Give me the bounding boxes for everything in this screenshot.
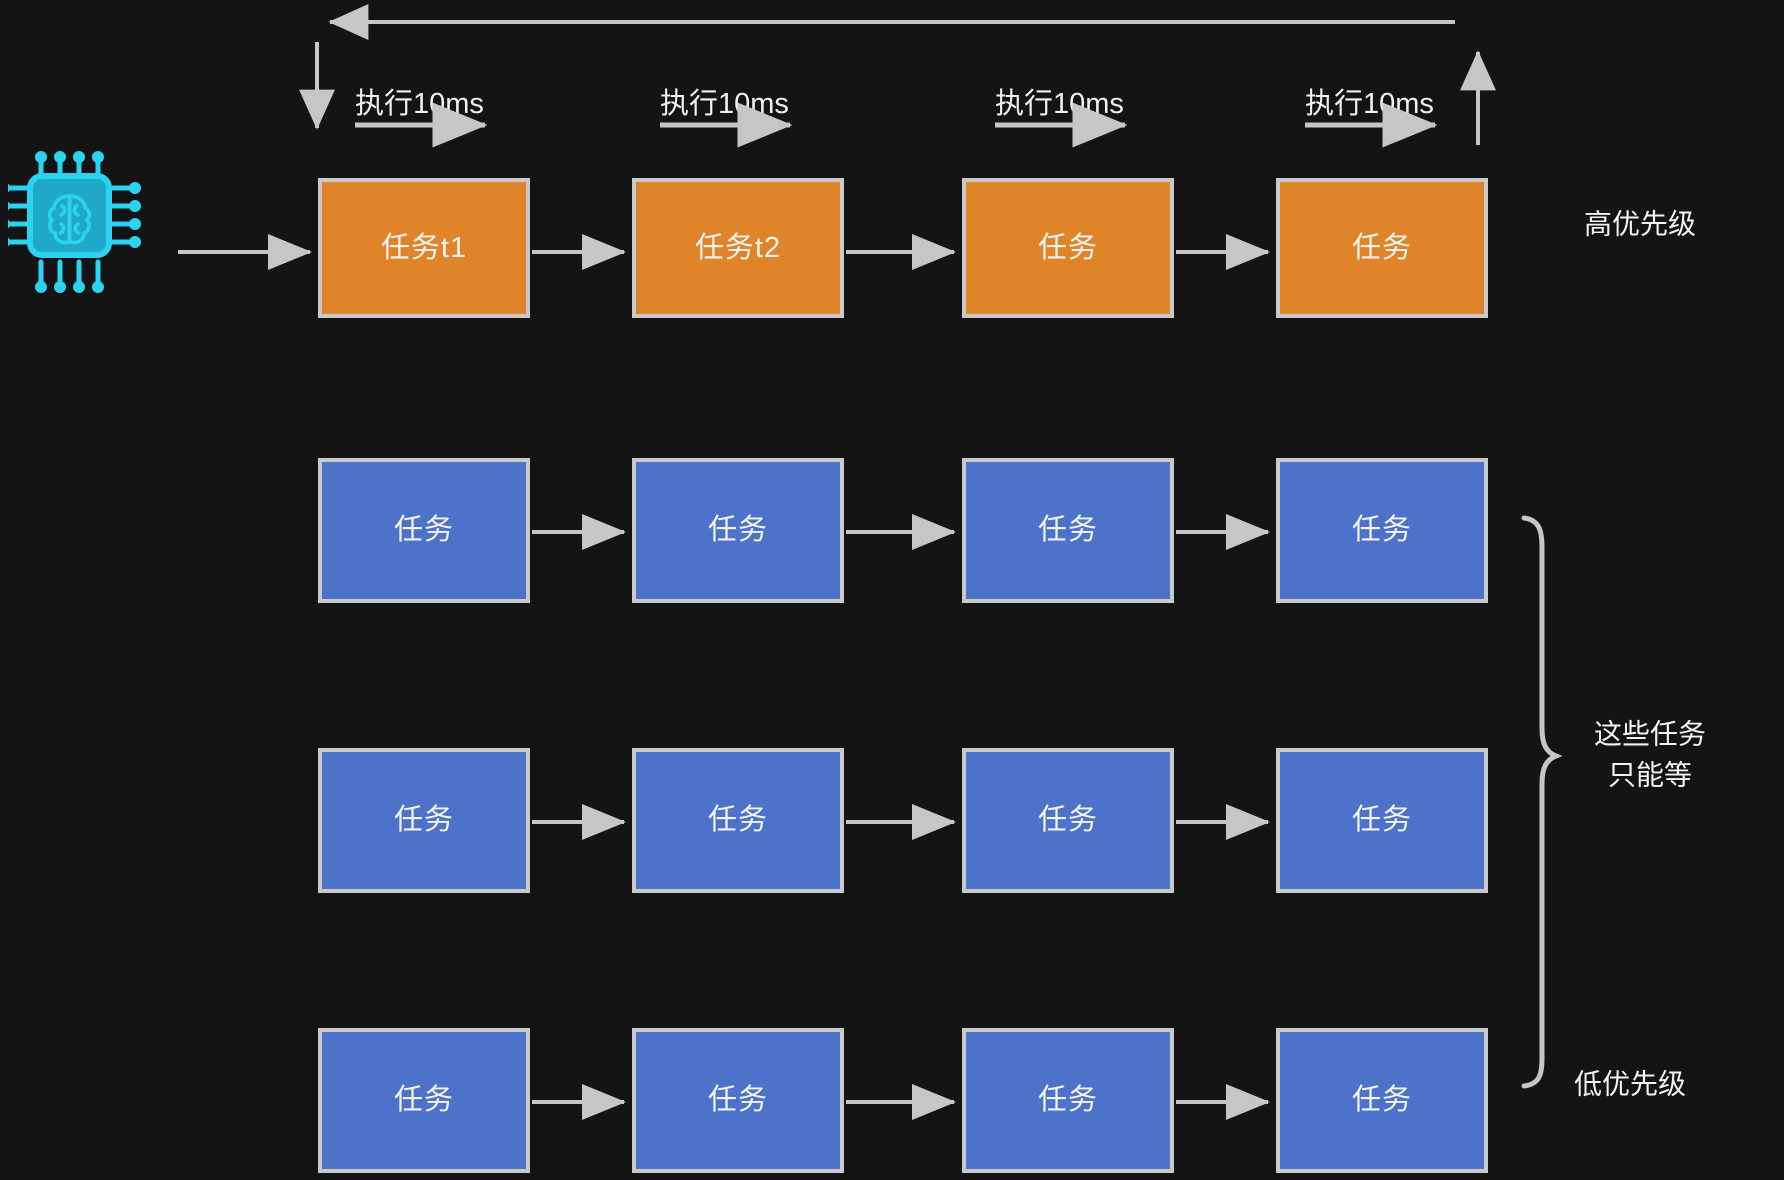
waiting-tasks-line2: 只能等	[1607, 759, 1692, 790]
task-label: 任务t1	[380, 231, 468, 264]
task-box-r3c4[interactable]: 任务	[1276, 748, 1488, 893]
exec-label-3: 执行10ms	[995, 88, 1124, 120]
exec-label-4: 执行10ms	[1305, 88, 1434, 120]
task-box-r2c4[interactable]: 任务	[1276, 458, 1488, 603]
task-box-r3c3[interactable]: 任务	[962, 748, 1174, 893]
low-priority-label: 低优先级	[1573, 1068, 1686, 1100]
task-box-r2c3[interactable]: 任务	[962, 458, 1174, 603]
task-label: 任务	[1037, 231, 1098, 264]
task-box-r4c4[interactable]: 任务	[1276, 1028, 1488, 1173]
task-label: 任务	[707, 1084, 768, 1116]
high-priority-label: 高优先级	[1583, 208, 1696, 240]
task-label: 任务	[707, 804, 768, 836]
task-box-r1c2[interactable]: 任务t2	[632, 178, 844, 318]
task-label: 任务	[1037, 804, 1098, 836]
task-box-r4c1[interactable]: 任务	[318, 1028, 530, 1173]
cpu-brain-icon	[0, 148, 156, 296]
waiting-tasks-brace	[1521, 515, 1563, 1089]
task-box-r4c2[interactable]: 任务	[632, 1028, 844, 1173]
task-label: 任务	[1351, 231, 1412, 264]
task-label: 任务	[393, 804, 454, 836]
exec-label-1: 执行10ms	[355, 88, 484, 120]
task-label: 任务	[1351, 804, 1412, 836]
exec-label-2: 执行10ms	[660, 88, 789, 120]
task-box-r2c1[interactable]: 任务	[318, 458, 530, 603]
task-box-r1c3[interactable]: 任务	[962, 178, 1174, 318]
waiting-tasks-line1: 这些任务	[1593, 718, 1706, 750]
task-box-r1c4[interactable]: 任务	[1276, 178, 1488, 318]
task-box-r2c2[interactable]: 任务	[632, 458, 844, 603]
task-label: 任务	[1351, 514, 1412, 546]
task-box-r4c3[interactable]: 任务	[962, 1028, 1174, 1173]
task-box-r3c1[interactable]: 任务	[318, 748, 530, 893]
task-box-r1c1[interactable]: 任务t1	[318, 178, 530, 318]
task-label: 任务	[393, 1084, 454, 1116]
task-label: 任务	[1037, 514, 1098, 546]
waiting-tasks-label: 这些任务 只能等	[1540, 714, 1760, 795]
task-box-r3c2[interactable]: 任务	[632, 748, 844, 893]
task-label: 任务	[1351, 1084, 1412, 1116]
task-label: 任务	[707, 514, 768, 546]
task-label: 任务	[393, 514, 454, 546]
task-label: 任务	[1037, 1084, 1098, 1116]
task-label: 任务t2	[694, 231, 782, 264]
